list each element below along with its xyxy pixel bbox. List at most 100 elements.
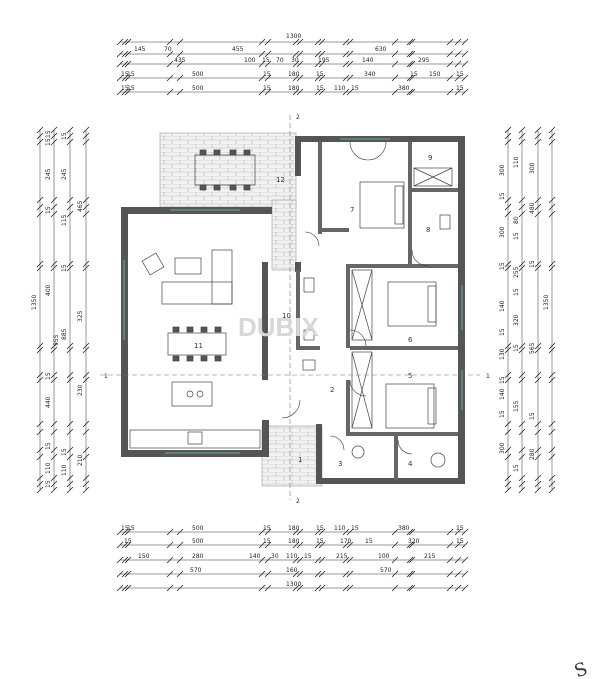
dimension-tick: [548, 376, 556, 384]
dimension-tick: [166, 88, 174, 96]
dimension-tick: [82, 371, 90, 379]
svg-text:630: 630: [375, 46, 387, 53]
dimension-tick: [36, 260, 44, 268]
dimension-tick: [518, 346, 526, 354]
svg-text:180: 180: [288, 85, 300, 92]
dimension-tick: [346, 88, 354, 96]
watermark: DUBIX: [238, 312, 320, 342]
dimension-tick: [454, 88, 462, 96]
dimension-tick: [504, 126, 512, 134]
svg-text:15: 15: [263, 525, 271, 532]
dimension-tick: [36, 126, 44, 134]
dimension-tick: [121, 556, 129, 564]
svg-text:195: 195: [318, 57, 330, 64]
dimension-tick: [82, 420, 90, 428]
dimension-tick: [534, 196, 542, 204]
dimension-tick: [518, 342, 526, 350]
dimension-tick: [82, 196, 90, 204]
dimension-tick: [408, 584, 416, 592]
svg-text:150: 150: [429, 71, 441, 78]
svg-text:340: 340: [364, 71, 376, 78]
dimension-tick: [548, 264, 556, 272]
dimension-tick: [446, 570, 454, 578]
dimension-tick: [50, 196, 58, 204]
dimension-tick: [66, 376, 74, 384]
dimension-tick: [82, 126, 90, 134]
section-marker-left: 1: [104, 373, 108, 380]
svg-text:15: 15: [127, 525, 135, 532]
dimension-tick: [342, 570, 350, 578]
dimension-tick: [504, 210, 512, 218]
dimension-tick: [504, 446, 512, 454]
dimension-tick: [504, 203, 512, 211]
dimension-tick: [406, 556, 414, 564]
dimension-tick: [50, 264, 58, 272]
room-label-2: 2: [330, 386, 334, 394]
dimension-tick: [296, 38, 304, 46]
dimension-tick: [446, 50, 454, 58]
dimension-tick: [82, 376, 90, 384]
terrace-entry: [261, 425, 323, 487]
dimension-tick: [121, 570, 129, 578]
svg-text:15: 15: [61, 132, 68, 140]
dims-top: 1300 145 70 455 630 435 100 15 70 30 195…: [121, 33, 464, 92]
dimension-ticks: [36, 38, 556, 592]
dimension-tick: [116, 584, 124, 592]
dimension-tick: [454, 50, 462, 58]
dimension-tick: [518, 486, 526, 494]
dimension-tick: [116, 50, 124, 58]
svg-text:1350: 1350: [543, 295, 550, 310]
dimension-tick: [391, 584, 399, 592]
svg-text:1300: 1300: [286, 33, 301, 40]
dimension-tick: [121, 541, 129, 549]
dimension-tick: [292, 584, 300, 592]
svg-text:15: 15: [456, 85, 464, 92]
svg-text:325: 325: [77, 310, 84, 322]
dimension-tick: [518, 126, 526, 134]
svg-text:565: 565: [529, 342, 536, 354]
svg-text:15: 15: [45, 206, 52, 214]
dimension-tick: [504, 376, 512, 384]
svg-text:280: 280: [192, 553, 204, 560]
dimension-tick: [82, 346, 90, 354]
dimension-tick: [391, 556, 399, 564]
svg-text:155: 155: [513, 400, 520, 412]
dimension-tick: [66, 420, 74, 428]
dimension-tick: [446, 541, 454, 549]
svg-text:320: 320: [408, 538, 420, 545]
dimension-tick: [318, 528, 326, 536]
dimension-tick: [314, 541, 322, 549]
svg-text:15: 15: [456, 525, 464, 532]
dimension-tick: [36, 346, 44, 354]
dimension-tick: [534, 480, 542, 488]
room-label-4: 4: [408, 460, 413, 468]
dimension-tick: [50, 371, 58, 379]
svg-text:500: 500: [192, 538, 204, 545]
dimension-tick: [461, 88, 469, 96]
dimension-tick: [124, 584, 132, 592]
svg-text:215: 215: [424, 553, 436, 560]
dimension-tick: [121, 60, 129, 68]
dimension-tick: [176, 88, 184, 96]
dimension-tick: [50, 453, 58, 461]
dimension-tick: [124, 528, 132, 536]
dimension-tick: [548, 446, 556, 454]
windows: [123, 138, 463, 454]
dimension-tick: [66, 342, 74, 350]
svg-text:140: 140: [249, 553, 261, 560]
dimension-tick: [124, 88, 132, 96]
svg-text:115: 115: [61, 214, 68, 226]
dimension-tick: [124, 38, 132, 46]
svg-text:15: 15: [121, 71, 129, 78]
dimension-tick: [116, 541, 124, 549]
dimension-tick: [518, 210, 526, 218]
svg-text:70: 70: [164, 46, 172, 53]
dimension-tick: [342, 38, 350, 46]
dimension-tick: [82, 446, 90, 454]
dimension-tick: [264, 556, 272, 564]
dimension-tick: [36, 203, 44, 211]
dimension-tick: [66, 203, 74, 211]
dimension-tick: [548, 371, 556, 379]
dimension-tick: [36, 210, 44, 218]
dimension-tick: [454, 570, 462, 578]
